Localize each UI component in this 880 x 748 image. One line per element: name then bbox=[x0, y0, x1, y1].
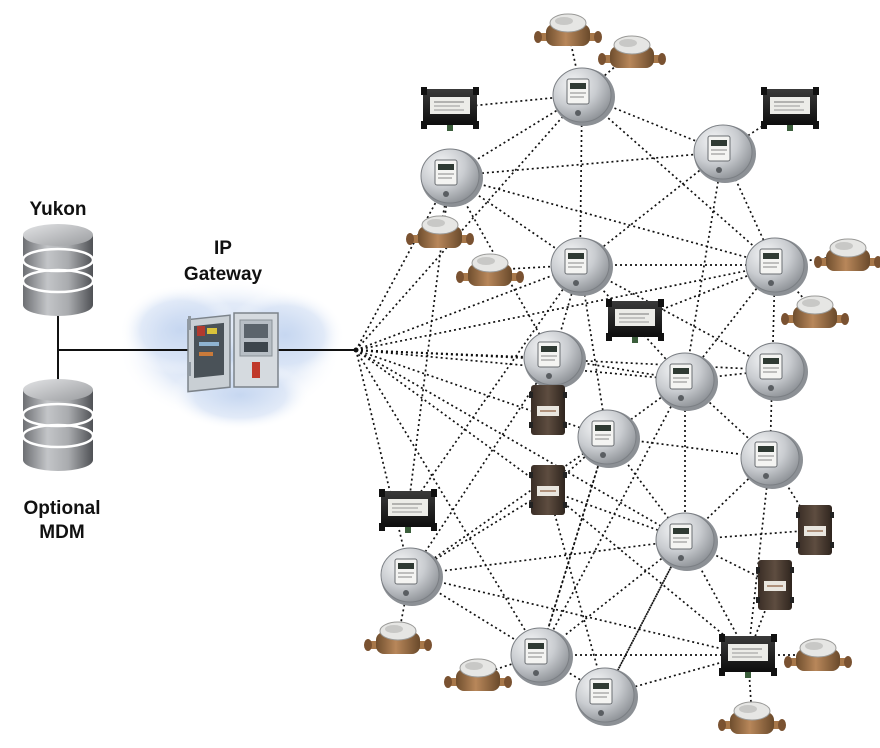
mesh-link bbox=[355, 349, 549, 491]
gas-meter-icon[interactable] bbox=[364, 621, 432, 654]
gas-meter-icon[interactable] bbox=[784, 638, 852, 671]
repeater-box-icon[interactable] bbox=[761, 87, 819, 131]
database-mdm-label-line1: Optional bbox=[23, 498, 101, 519]
repeater-box-icon[interactable] bbox=[421, 87, 479, 131]
repeater-box-icon[interactable] bbox=[379, 489, 437, 533]
gateway-cloud bbox=[118, 278, 345, 430]
repeater-box-icon[interactable] bbox=[719, 634, 777, 678]
mesh-link bbox=[539, 436, 608, 656]
vertical-repeater-icon[interactable] bbox=[529, 385, 567, 435]
mesh-link bbox=[409, 436, 608, 576]
electric-meter-icon[interactable] bbox=[655, 352, 718, 411]
gas-meter-icon[interactable] bbox=[534, 13, 602, 46]
repeater-box-icon[interactable] bbox=[606, 299, 664, 343]
mesh-link bbox=[579, 264, 776, 371]
mesh-link bbox=[409, 574, 749, 656]
gateway-label-line2: Gateway bbox=[183, 264, 263, 285]
gas-meter-icon[interactable] bbox=[456, 253, 524, 286]
mesh-link bbox=[684, 151, 724, 381]
gas-meter-icon[interactable] bbox=[781, 295, 849, 328]
mesh-link bbox=[355, 349, 411, 576]
mesh-link bbox=[539, 539, 686, 656]
vertical-repeater-icon[interactable] bbox=[796, 505, 834, 555]
mesh-link bbox=[604, 539, 686, 696]
gateway-label-line1: IP bbox=[214, 238, 232, 259]
mesh-link bbox=[409, 539, 686, 576]
mesh-link bbox=[355, 94, 583, 351]
electric-meter-icon[interactable] bbox=[510, 627, 573, 686]
electric-meter-icon[interactable] bbox=[745, 237, 808, 296]
mesh-link bbox=[547, 489, 749, 656]
electric-meter-icon[interactable] bbox=[523, 330, 586, 389]
mesh-link bbox=[449, 151, 724, 177]
database-yukon-icon[interactable] bbox=[21, 224, 95, 316]
mesh-link bbox=[539, 436, 608, 656]
mesh-link bbox=[579, 264, 608, 438]
database-yukon-label: Yukon bbox=[29, 199, 87, 220]
mesh-link bbox=[355, 349, 554, 359]
mesh-link bbox=[581, 94, 776, 266]
electric-meter-icon[interactable] bbox=[745, 342, 808, 401]
mesh-link bbox=[355, 349, 541, 656]
electric-meter-icon[interactable] bbox=[693, 124, 756, 183]
electric-meter-icon[interactable] bbox=[420, 148, 483, 207]
gas-meter-icon[interactable] bbox=[814, 238, 880, 271]
electric-meter-icon[interactable] bbox=[380, 547, 443, 606]
mesh-link bbox=[409, 357, 554, 576]
mesh-link bbox=[579, 151, 724, 266]
electric-meter-icon[interactable] bbox=[740, 430, 803, 489]
mesh-devices bbox=[364, 13, 880, 734]
mesh-link bbox=[539, 379, 686, 656]
mesh-link bbox=[449, 175, 776, 266]
gas-meter-icon[interactable] bbox=[718, 701, 786, 734]
database-mdm-label-line2: MDM bbox=[39, 522, 85, 543]
electric-meter-icon[interactable] bbox=[552, 67, 615, 126]
mesh-link bbox=[355, 264, 776, 351]
mesh-link bbox=[355, 349, 686, 541]
electric-meter-icon[interactable] bbox=[577, 409, 640, 468]
mesh-link bbox=[547, 489, 606, 696]
electric-meter-icon[interactable] bbox=[550, 237, 613, 296]
vertical-repeater-icon[interactable] bbox=[529, 465, 567, 515]
database-mdm-icon[interactable] bbox=[21, 379, 95, 471]
mesh-link bbox=[579, 94, 583, 266]
mesh-link bbox=[355, 349, 686, 381]
gas-meter-icon[interactable] bbox=[406, 215, 474, 248]
vertical-repeater-icon[interactable] bbox=[756, 560, 794, 610]
electric-meter-icon[interactable] bbox=[575, 667, 638, 726]
ip-gateway-icon[interactable] bbox=[187, 312, 279, 393]
gas-meter-icon[interactable] bbox=[598, 35, 666, 68]
mesh-link bbox=[747, 457, 771, 656]
electric-meter-icon[interactable] bbox=[655, 512, 718, 571]
gas-meter-icon[interactable] bbox=[444, 658, 512, 691]
